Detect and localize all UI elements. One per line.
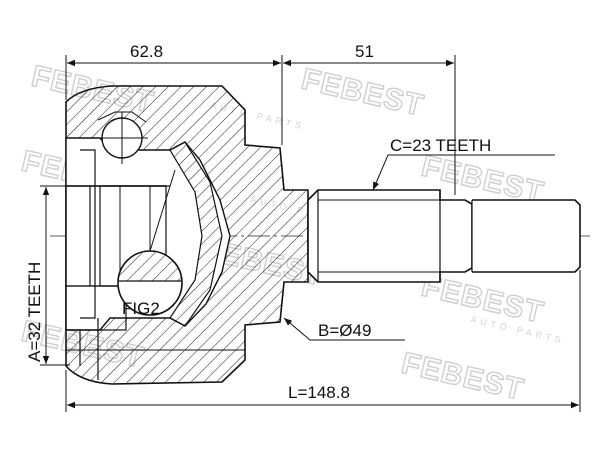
- ball-bearing: [96, 111, 148, 164]
- dim-shaft-length: 51: [355, 42, 374, 61]
- dim-total-length: L=148.8: [288, 383, 350, 402]
- outer-housing: [65, 85, 309, 385]
- dim-spline-a: A=32 TEETH: [25, 262, 44, 362]
- stem-shaft: [307, 189, 581, 283]
- dim-outer-length: 62.8: [130, 42, 163, 61]
- figure-label: FIG2: [122, 299, 160, 318]
- dimension-lines: [42, 59, 579, 409]
- watermark-text: FEBEST: [298, 63, 427, 123]
- watermark-text: FEBEST: [398, 347, 527, 407]
- dim-spline-c: C=23 TEETH: [390, 136, 491, 155]
- extension-lines: [40, 55, 581, 412]
- dim-diameter-b: B=Ø49: [318, 321, 371, 340]
- housing-face: [65, 185, 245, 380]
